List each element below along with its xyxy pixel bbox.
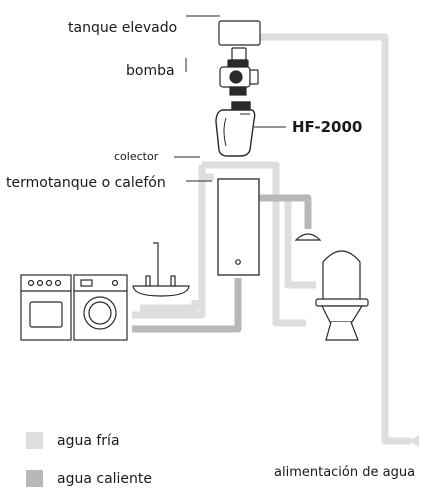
tank-label: tanque elevado xyxy=(68,20,178,36)
appliance-hot-pipe xyxy=(132,278,242,333)
supply-main-pipe xyxy=(260,33,411,445)
oven-icon xyxy=(20,274,72,341)
legend-cold: agua fría xyxy=(26,432,120,449)
cold-water-pipes xyxy=(132,33,411,445)
elevated-tank-icon xyxy=(218,20,261,46)
pump-label: bomba xyxy=(126,63,175,79)
filter-icon xyxy=(215,101,256,157)
heater-label: termotanque o calefón xyxy=(6,175,166,191)
filter-label: HF-2000 xyxy=(292,118,363,136)
cold-water-swatch xyxy=(26,432,43,449)
collector-pipe xyxy=(202,161,306,327)
legend-hot: agua caliente xyxy=(26,470,152,487)
legend-cold-label: agua fría xyxy=(57,432,120,449)
toilet-cold-pipe xyxy=(284,198,316,289)
supply-arrow-icon xyxy=(409,435,419,447)
hot-water-pipes xyxy=(132,194,312,333)
shower-head-icon xyxy=(294,233,322,241)
kitchen-sink-cold-pipe xyxy=(140,300,199,312)
sink-icon xyxy=(132,242,190,297)
toilet-icon xyxy=(315,250,369,341)
hot-water-swatch xyxy=(26,470,43,487)
pump-icon xyxy=(219,47,259,96)
collector-label: colector xyxy=(114,150,159,163)
supply-label: alimentación de agua xyxy=(274,465,416,480)
legend-hot-label: agua caliente xyxy=(57,470,153,487)
shower-hot-pipe xyxy=(258,194,312,229)
heater-cold-inlet-pipe xyxy=(132,165,206,319)
leader-lines xyxy=(174,15,286,182)
washing-machine-icon xyxy=(73,274,128,341)
water-heater-icon xyxy=(217,178,260,276)
